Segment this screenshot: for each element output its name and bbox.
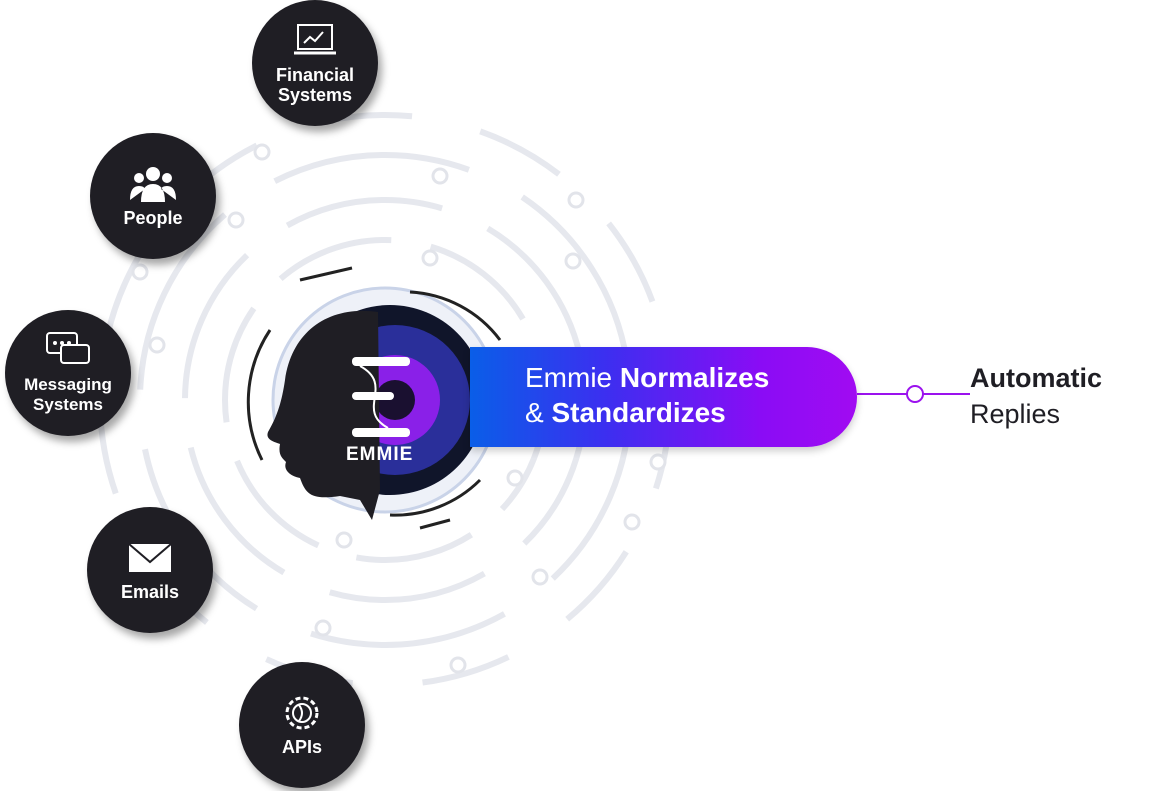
source-emails: Emails (87, 507, 213, 633)
source-people: People (90, 133, 216, 259)
output-label: Automatic Replies (970, 360, 1102, 432)
envelope-icon (128, 543, 172, 572)
process-text: Emmie Normalizes & Standardizes (525, 360, 769, 430)
laptop-chart-icon (294, 24, 336, 55)
output-line1: Automatic (970, 363, 1103, 393)
process-normalizes: Normalizes (619, 362, 770, 393)
connector-node (906, 385, 924, 403)
source-financial-systems: Financial Systems (252, 0, 378, 126)
output-line2: Replies (970, 399, 1061, 429)
process-banner (470, 347, 857, 447)
people-icon (130, 167, 176, 202)
emmie-logo-text: EMMIE (346, 444, 414, 465)
head-silhouette (267, 310, 380, 520)
chat-bubbles-icon (46, 332, 90, 364)
source-messaging-systems: Messaging Systems (5, 310, 131, 436)
gear-dna-icon (285, 696, 319, 730)
process-prefix: Emmie (525, 362, 613, 393)
process-amp: & (525, 397, 544, 428)
source-apis: APIs (239, 662, 365, 788)
process-standardizes: Standardizes (551, 397, 726, 428)
